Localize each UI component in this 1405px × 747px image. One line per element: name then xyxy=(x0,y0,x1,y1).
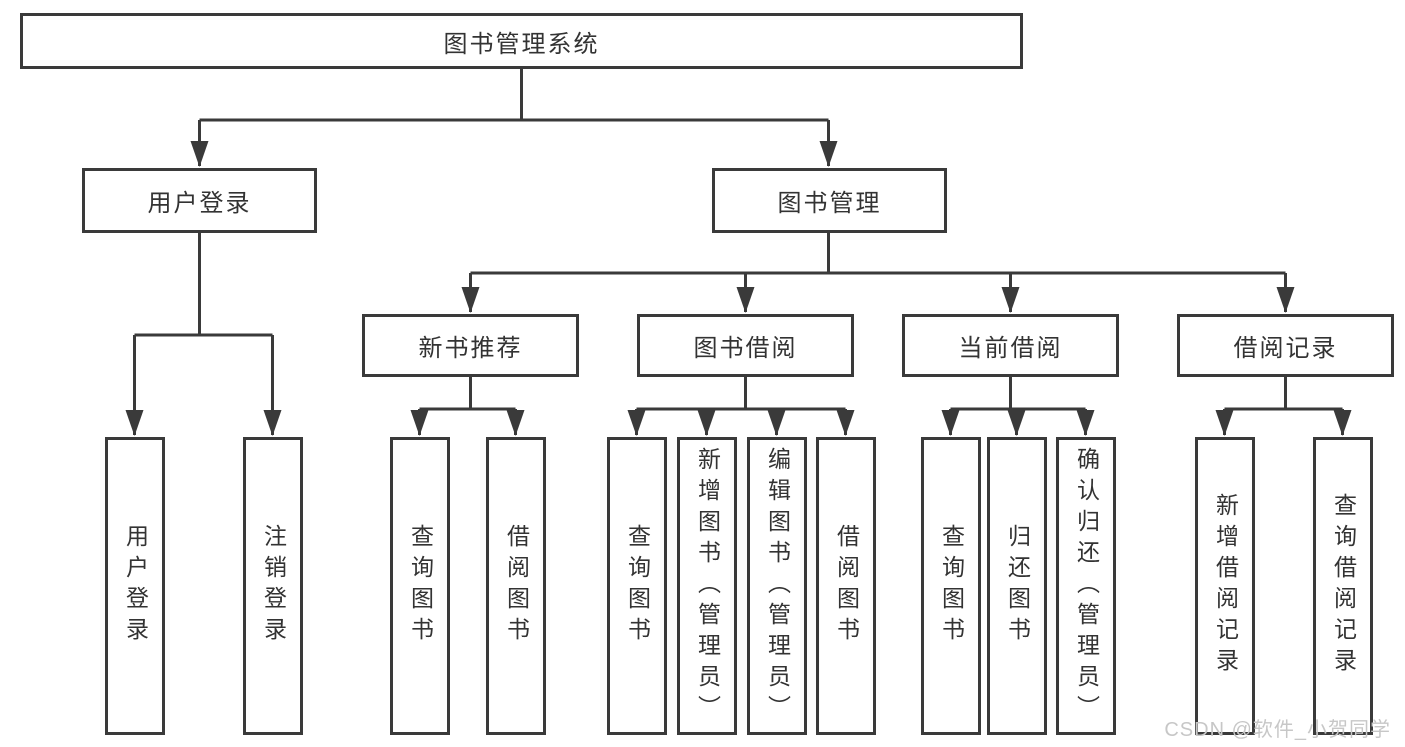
leaf-bb-query-book: 查询图书 xyxy=(607,437,667,735)
leaf-br-query-record: 查询借阅记录 xyxy=(1313,437,1373,735)
node-label: 注销登录 xyxy=(260,524,287,648)
node-label: 借阅图书 xyxy=(503,524,530,648)
node-label: 新增图书（管理员） xyxy=(694,446,721,726)
node-new-book-recommend: 新书推荐 xyxy=(362,314,579,377)
leaf-bb-edit-book-admin: 编辑图书（管理员） xyxy=(747,437,807,735)
leaf-logout: 注销登录 xyxy=(243,437,303,735)
node-label: 查询图书 xyxy=(407,524,434,648)
leaf-cb-query-book: 查询图书 xyxy=(921,437,981,735)
csdn-watermark: CSDN @软件_小贺同学 xyxy=(1164,719,1391,741)
node-label: 编辑图书（管理员） xyxy=(764,446,791,726)
leaf-cb-confirm-return-admin: 确认归还（管理员） xyxy=(1056,437,1116,735)
node-label: 图书管理 xyxy=(777,190,882,217)
node-label: 查询图书 xyxy=(938,524,965,648)
node-label: 图书管理系统 xyxy=(443,30,600,58)
node-label: 当前借阅 xyxy=(958,335,1063,362)
node-label: 借阅图书 xyxy=(833,524,860,648)
node-book-borrow: 图书借阅 xyxy=(637,314,854,377)
leaf-br-add-record: 新增借阅记录 xyxy=(1195,437,1255,735)
leaf-nbr-query-book: 查询图书 xyxy=(390,437,450,735)
node-label: 新增借阅记录 xyxy=(1212,493,1239,679)
node-label: 用户登录 xyxy=(122,524,149,648)
node-borrow-records: 借阅记录 xyxy=(1177,314,1394,377)
node-label: 借阅记录 xyxy=(1233,335,1338,362)
node-label: 新书推荐 xyxy=(418,335,523,362)
leaf-bb-add-book-admin: 新增图书（管理员） xyxy=(677,437,737,735)
node-label: 查询借阅记录 xyxy=(1330,493,1357,679)
leaf-bb-borrow-book: 借阅图书 xyxy=(816,437,876,735)
leaf-user-login: 用户登录 xyxy=(105,437,165,735)
node-root-library-system: 图书管理系统 xyxy=(20,13,1023,69)
node-label: 归还图书 xyxy=(1004,524,1031,648)
node-label: 查询图书 xyxy=(624,524,651,648)
node-label: 图书借阅 xyxy=(693,335,798,362)
leaf-cb-return-book: 归还图书 xyxy=(987,437,1047,735)
leaf-nbr-borrow-book: 借阅图书 xyxy=(486,437,546,735)
node-user-login: 用户登录 xyxy=(82,168,317,233)
node-label: 用户登录 xyxy=(147,190,252,217)
node-current-borrow: 当前借阅 xyxy=(902,314,1119,377)
node-label: 确认归还（管理员） xyxy=(1073,446,1100,726)
node-book-management: 图书管理 xyxy=(712,168,947,233)
